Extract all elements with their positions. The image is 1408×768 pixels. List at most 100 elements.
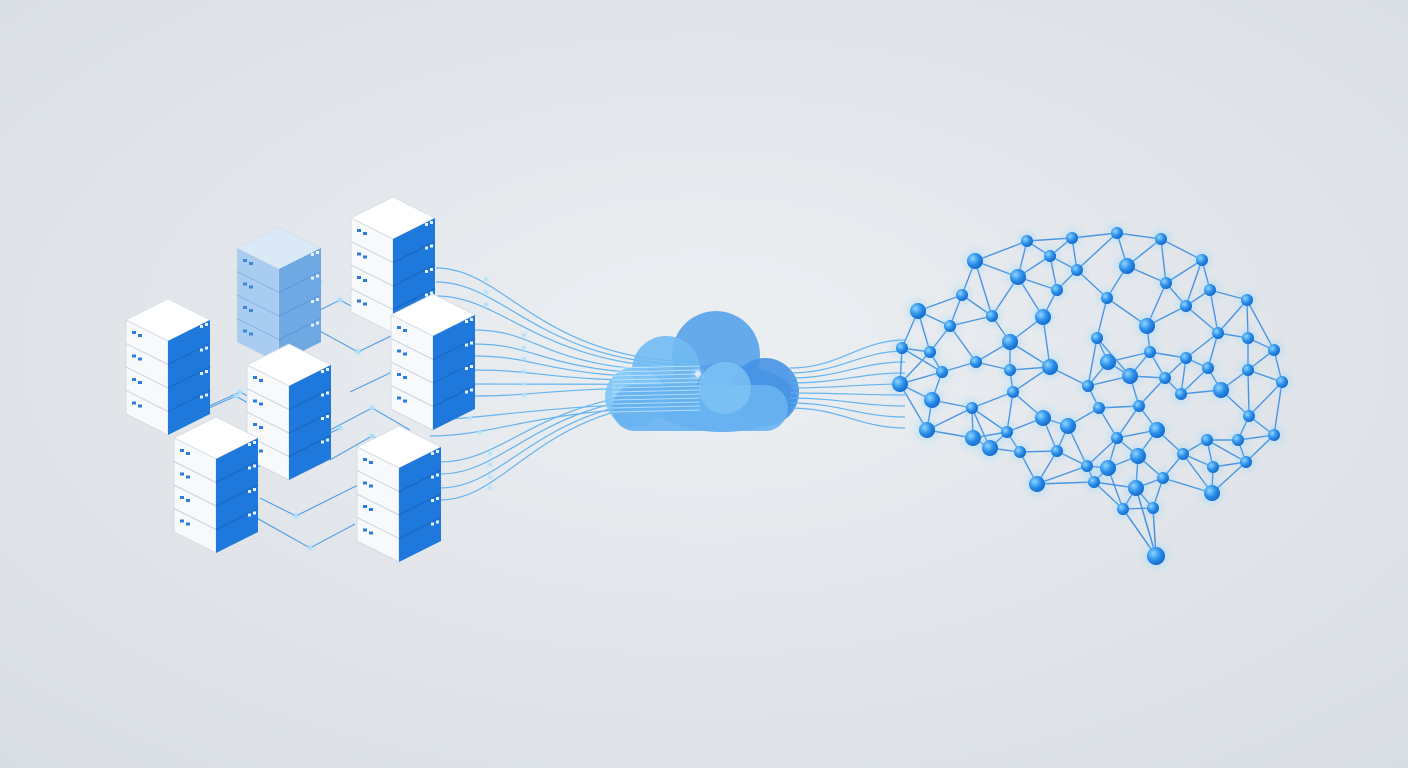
flow-node — [484, 302, 488, 307]
server-rack-icon — [125, 298, 211, 436]
brain-node — [1159, 372, 1171, 384]
cloud-streak — [611, 385, 701, 389]
brain-node — [1240, 456, 1252, 468]
brain-node — [970, 356, 982, 368]
brain-node — [956, 289, 968, 301]
brain-node — [1204, 284, 1216, 296]
brain-node — [1100, 460, 1116, 476]
brain-node — [1268, 344, 1280, 356]
circuit-node — [233, 393, 239, 399]
brain-node — [910, 303, 926, 319]
brain-node — [1177, 448, 1189, 460]
circuit-node — [355, 349, 361, 355]
brain-node — [1029, 476, 1045, 492]
flow-node — [484, 290, 488, 294]
brain-node — [966, 402, 978, 414]
circuit-node — [237, 389, 243, 395]
flow-node — [488, 475, 492, 479]
data-flow-lines-to-brain — [789, 339, 906, 429]
brain-node — [936, 366, 948, 378]
flow-line — [789, 350, 906, 374]
brain-node — [1175, 388, 1187, 400]
neural-network-brain-icon — [889, 224, 1291, 568]
brain-node — [1051, 445, 1063, 457]
brain-node — [1147, 547, 1165, 565]
brain-node — [1155, 233, 1167, 245]
brain-node — [1004, 364, 1016, 376]
brain-node — [965, 430, 981, 446]
flow-node — [478, 430, 482, 435]
server-rack-icon — [356, 425, 442, 563]
brain-node — [1093, 402, 1105, 414]
cloud-spark — [695, 371, 701, 377]
brain-node — [1042, 359, 1058, 375]
server-rack-icon — [173, 416, 259, 554]
flow-node — [488, 462, 492, 467]
brain-node — [1242, 364, 1254, 376]
brain-node — [1160, 277, 1172, 289]
brain-node — [1207, 461, 1219, 473]
server-rack-icon — [390, 293, 476, 431]
flow-node — [522, 393, 526, 397]
brain-node — [1212, 327, 1224, 339]
brain-node — [1243, 410, 1255, 422]
brain-node — [1117, 503, 1129, 515]
brain-node — [1066, 232, 1078, 244]
brain-node — [1119, 258, 1135, 274]
brain-node — [1122, 368, 1138, 384]
brain-node — [982, 440, 998, 456]
brain-node — [1276, 376, 1288, 388]
cloud-streak — [611, 389, 701, 393]
brain-node — [1014, 446, 1026, 458]
brain-node — [1133, 400, 1145, 412]
brain-node — [1139, 318, 1155, 334]
brain-node — [1111, 227, 1123, 239]
brain-node — [1111, 432, 1123, 444]
brain-node — [1101, 292, 1113, 304]
flow-node — [522, 356, 526, 361]
brain-node — [1180, 300, 1192, 312]
brain-node — [924, 392, 940, 408]
brain-node — [1144, 346, 1156, 358]
circuit-node — [307, 545, 313, 551]
brain-node — [1035, 410, 1051, 426]
brain-node — [1147, 502, 1159, 514]
brain-node — [1088, 476, 1100, 488]
cloud-streak — [611, 393, 701, 397]
flow-node — [488, 451, 492, 456]
brain-node — [1204, 485, 1220, 501]
cloud-streak — [611, 409, 701, 413]
cloud-streak — [611, 405, 701, 409]
brain-node — [1128, 480, 1144, 496]
brain-node — [944, 320, 956, 332]
brain-node — [1010, 269, 1026, 285]
flow-node — [488, 486, 492, 490]
brain-node — [1149, 422, 1165, 438]
brain-node — [1071, 264, 1083, 276]
cloud-streak — [611, 401, 701, 405]
cloud-streak — [611, 397, 701, 401]
flow-node — [468, 416, 472, 420]
flow-line — [789, 339, 906, 369]
server-cluster — [125, 196, 476, 563]
flow-node — [522, 369, 526, 374]
brain-node — [1081, 460, 1093, 472]
circuit-node — [337, 425, 343, 431]
flow-node — [484, 277, 488, 282]
brain-node — [1021, 235, 1033, 247]
brain-node — [986, 310, 998, 322]
cloud-streak — [611, 373, 701, 377]
brain-node — [1044, 250, 1056, 262]
circuit-node — [369, 433, 375, 439]
brain-node — [892, 376, 908, 392]
flow-line — [789, 402, 906, 418]
flow-line — [789, 372, 906, 384]
brain-node — [1100, 354, 1116, 370]
brain-node — [1001, 426, 1013, 438]
flow-node — [522, 333, 526, 337]
circuit-node — [369, 405, 375, 411]
brain-node — [967, 253, 983, 269]
cloud-streak — [611, 381, 701, 385]
